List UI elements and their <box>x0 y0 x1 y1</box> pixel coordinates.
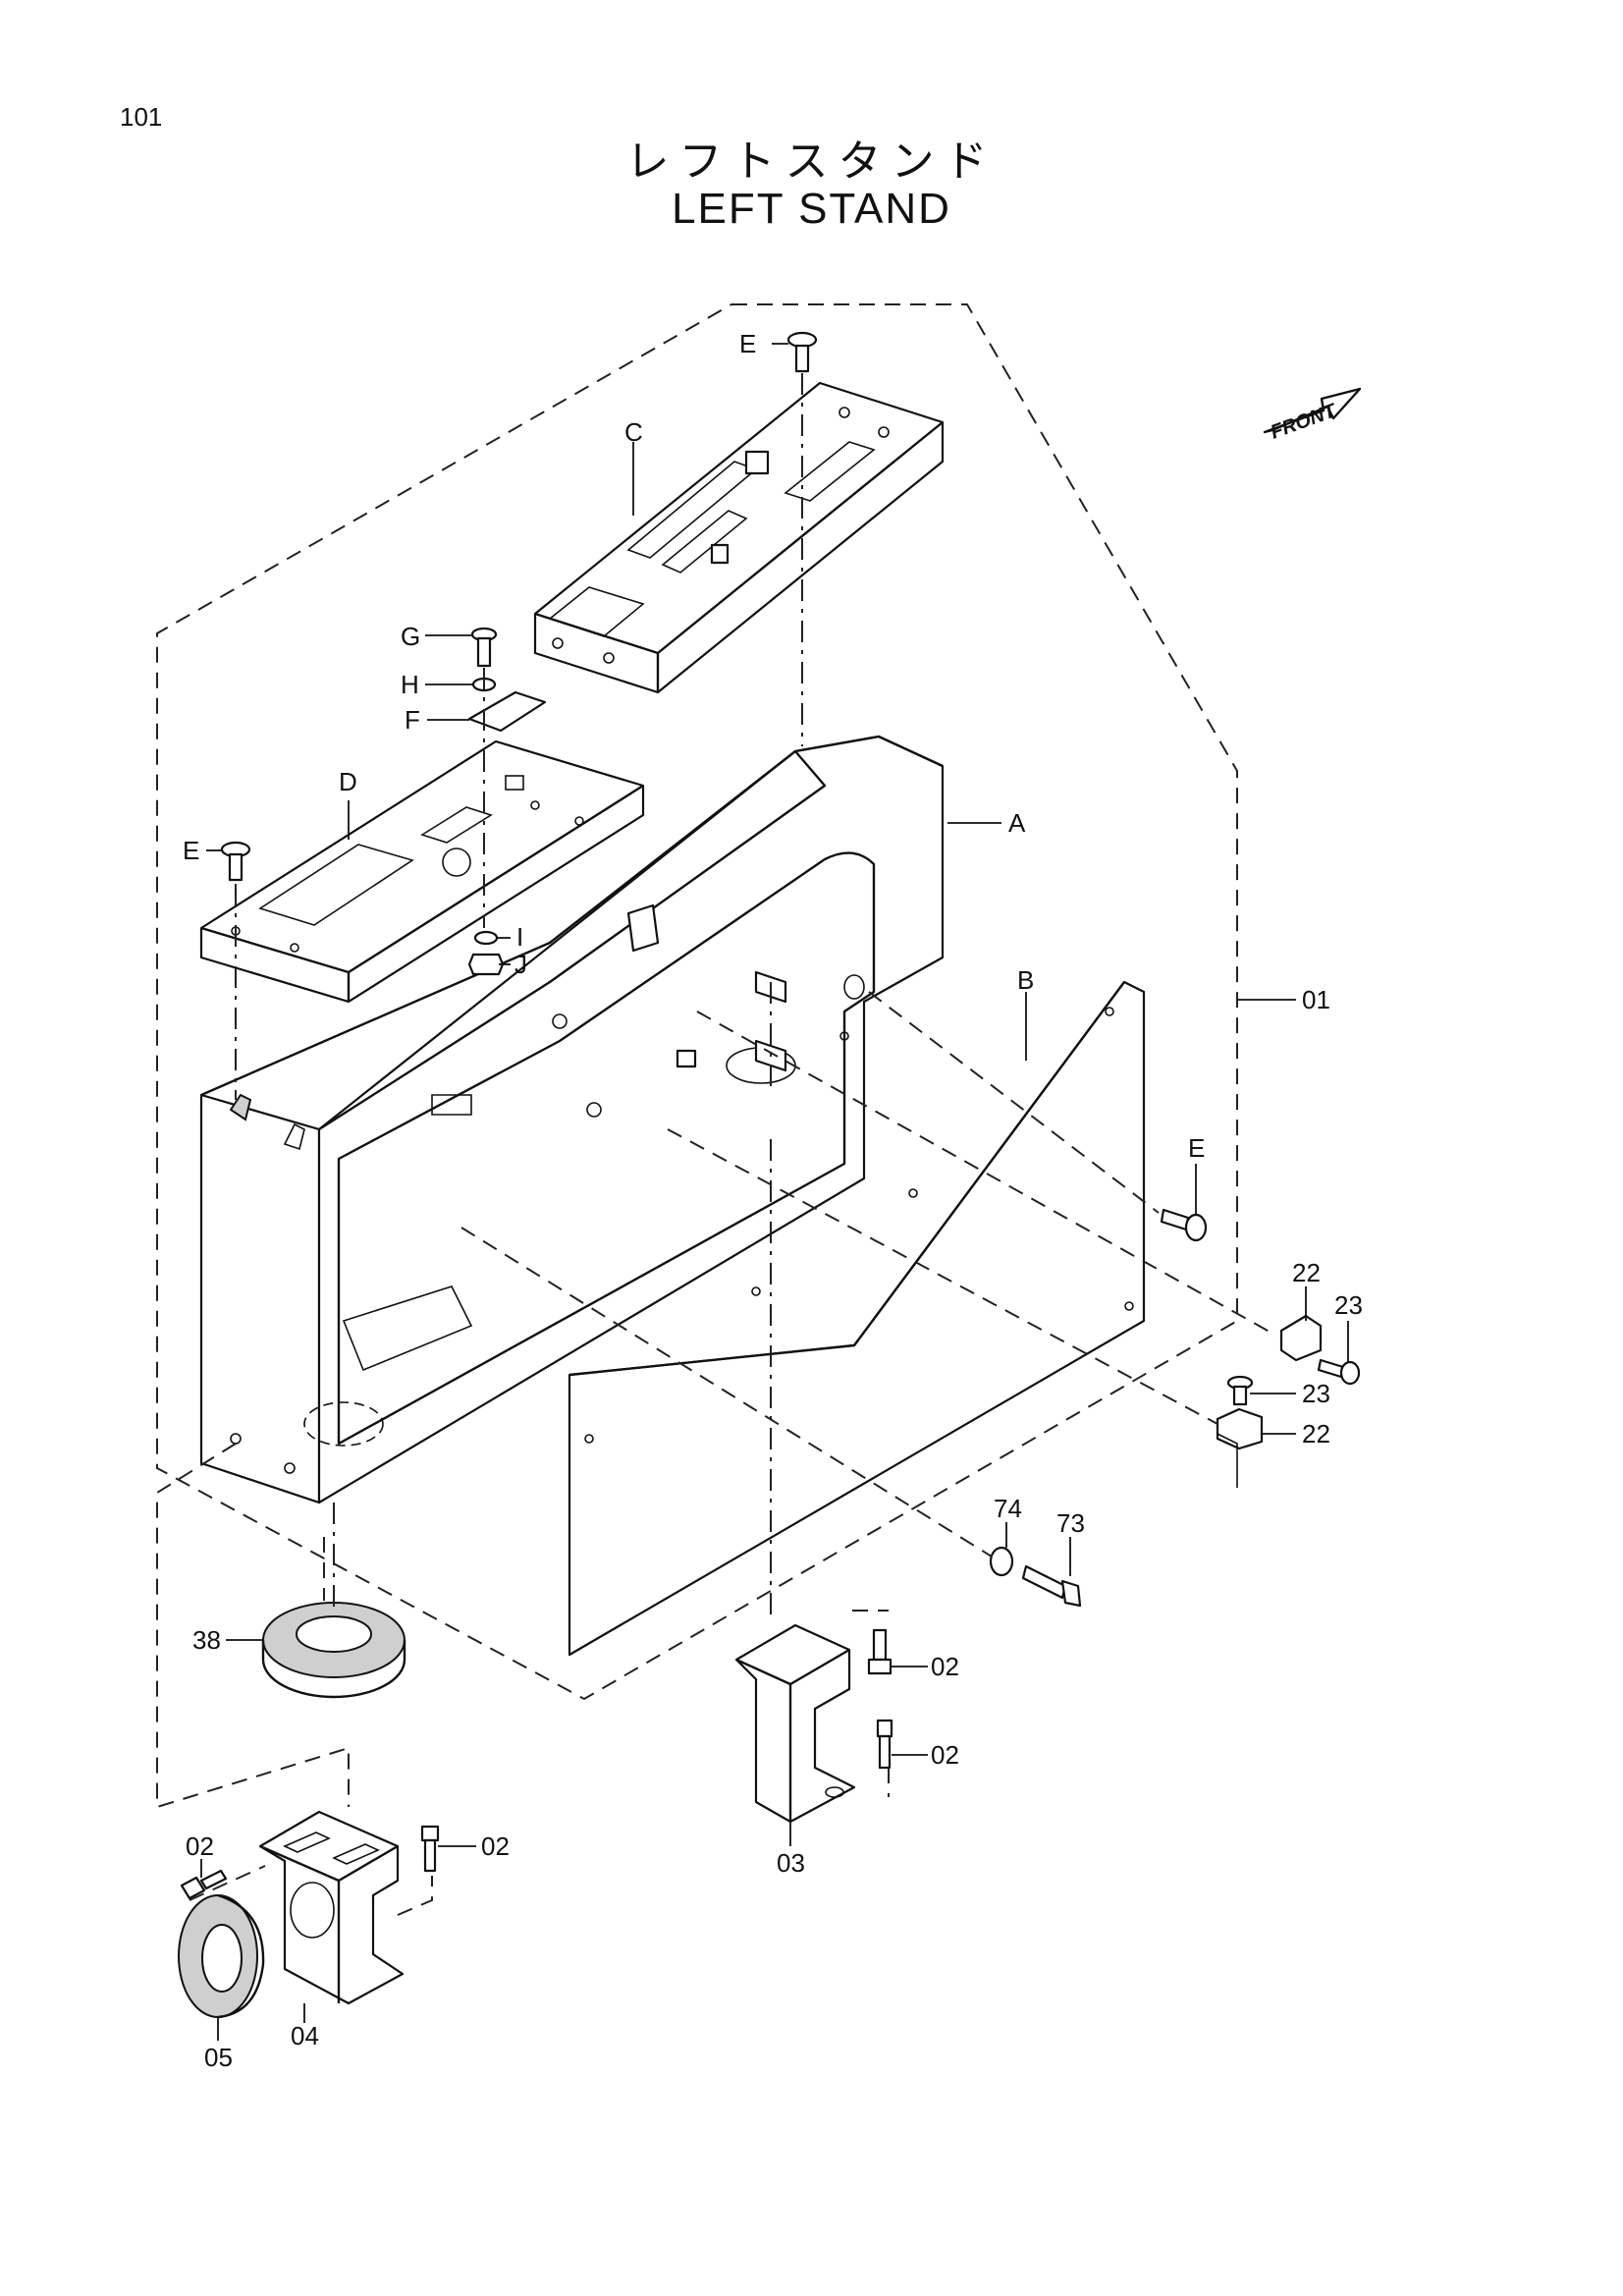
part-04-lower-bracket <box>258 1810 405 2005</box>
callout-a: A <box>1008 808 1026 838</box>
callout-73: 73 <box>1056 1508 1085 1538</box>
part-e-bolt-left-icon <box>220 841 251 882</box>
leader-lines <box>200 343 1349 2041</box>
part-a-main-frame <box>199 735 945 1504</box>
part-38-rubber-ring-icon <box>261 1602 406 1699</box>
callout-02-bracket04-right: 02 <box>481 1831 510 1861</box>
callout-22-upper: 22 <box>1292 1258 1321 1287</box>
page-number: 101 <box>120 102 163 132</box>
front-arrow-icon: FRONT <box>1263 387 1362 444</box>
part-02-bolt-bracket04-left-icon <box>180 1869 228 1900</box>
title-japanese: レフトスタンド <box>625 137 998 187</box>
callout-23-upper: 23 <box>1334 1290 1363 1320</box>
callout-03: 03 <box>777 1848 805 1878</box>
callout-02-bracket03-lower: 02 <box>931 1740 959 1770</box>
callout-e-left: E <box>183 836 199 865</box>
part-g-bolt-icon <box>470 627 498 668</box>
callout-i: I <box>516 922 523 952</box>
callout-e-top: E <box>739 329 756 358</box>
part-02-bolt-bracket04-right-icon <box>420 1825 440 1873</box>
callout-02-bracket03-upper: 02 <box>931 1652 959 1681</box>
callout-h: H <box>401 670 419 699</box>
part-j-nut-icon <box>467 953 505 976</box>
callout-e-right: E <box>1188 1133 1205 1163</box>
part-22-clip-lower-icon <box>1216 1407 1264 1450</box>
part-03-mount-bracket <box>734 1623 856 1824</box>
callout-d: D <box>339 767 357 796</box>
part-02-bolt-bracket03-lower-icon <box>876 1719 893 1770</box>
assembly-guide-lines <box>156 373 1277 1916</box>
part-22-clip-upper-icon <box>1279 1314 1323 1362</box>
part-c-upper-bracket <box>533 381 945 694</box>
part-b-side-panel <box>568 980 1146 1657</box>
part-73-bolt-icon <box>1021 1564 1082 1608</box>
callout-c: C <box>624 417 643 447</box>
part-23-bolt-upper-icon <box>1317 1358 1361 1386</box>
front-label: FRONT <box>1268 400 1340 444</box>
title-english: LEFT STAND <box>672 185 951 233</box>
part-74-washer-icon <box>989 1546 1014 1577</box>
callout-02-bracket04-left: 02 <box>186 1831 214 1861</box>
part-02-bolt-bracket03-upper-icon <box>867 1628 893 1675</box>
callout-04: 04 <box>291 2021 319 2050</box>
part-d-cover-plate <box>199 739 645 1004</box>
callout-g: G <box>401 622 420 651</box>
part-23-bolt-lower-icon <box>1226 1375 1254 1406</box>
part-e-bolt-top-icon <box>786 331 818 373</box>
callout-f: F <box>405 705 420 735</box>
callout-23-lower: 23 <box>1302 1379 1330 1408</box>
callout-74: 74 <box>994 1494 1022 1523</box>
part-f-plate <box>467 690 547 733</box>
callout-05: 05 <box>204 2043 233 2072</box>
part-e-bolt-right-icon <box>1160 1208 1208 1242</box>
callout-01: 01 <box>1302 985 1330 1014</box>
part-05-seal-ring-icon <box>178 1893 265 2019</box>
callout-j: J <box>514 950 527 979</box>
callout-22-lower: 22 <box>1302 1419 1330 1449</box>
part-i-washer-icon <box>473 930 499 946</box>
callout-b: B <box>1017 965 1034 995</box>
callout-38: 38 <box>192 1625 221 1655</box>
